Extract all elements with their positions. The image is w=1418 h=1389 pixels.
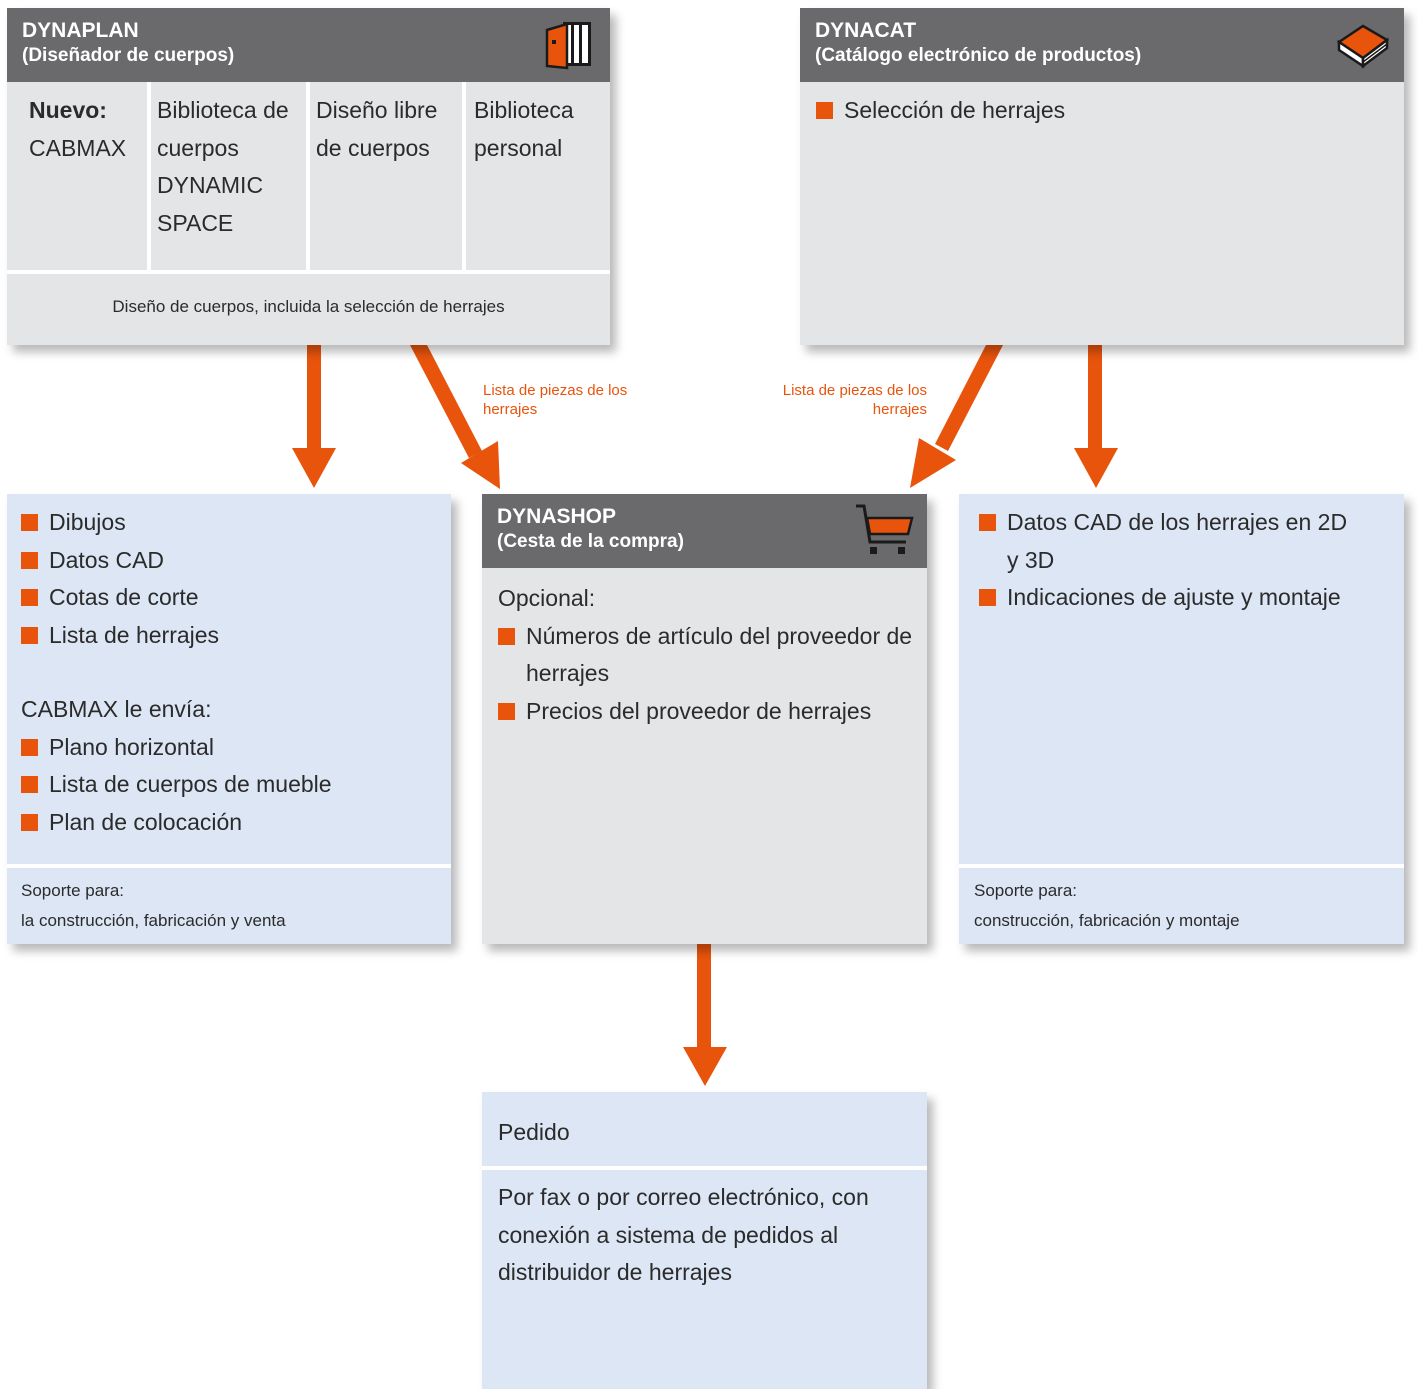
dynaplan-col-3: Diseño libre de cuerpos [316,97,438,161]
dynaplan-box: DYNAPLAN (Diseñador de cuerpos) Nuevo: C… [7,8,610,345]
shopping-cart-icon [856,504,914,554]
list-item: Plan de colocación [21,804,439,842]
list-item: Datos CAD [21,542,439,580]
dynacat-box: DYNACAT (Catálogo electrónico de product… [800,8,1404,345]
bullet-square-icon [21,738,38,756]
pedido-box: Pedido Por fax o por correo electrónico,… [482,1092,927,1389]
dynacat-item: Selección de herrajes [816,92,1390,130]
list-item-text: Indicaciones de ajuste y montaje [1007,584,1341,610]
bullet-square-icon [816,102,833,119]
bullet-square-icon [21,551,38,569]
bullet-square-icon [979,514,996,531]
arrow-label-left: Lista de piezas de los herrajes [483,382,628,418]
list-item-text: Lista de herrajes [49,621,220,648]
arrow-dynaplan-to-dynashop-shaft [410,345,482,458]
dynaplan-footer-divider [7,270,610,274]
pedido-text: Por fax o por correo electrónico, con co… [498,1184,869,1285]
left-box-footer-divider [7,864,451,868]
dynaplan-col-1-bold: Nuevo: [29,97,107,123]
bullet-square-icon [498,702,515,720]
dynashop-title: DYNASHOP [497,505,617,528]
catalog-book-icon [1336,24,1390,69]
dynacat-header: DYNACAT (Catálogo electrónico de product… [800,8,1404,82]
arrow-dynashop-to-pedido-head [683,1047,727,1086]
bullet-square-icon [21,514,38,531]
left-box-footer: Soporte para: la construcción, fabricaci… [21,876,286,936]
dynaplan-col-2: Biblioteca de cuerpos DYNAMIC SPACE [157,97,289,236]
right-box-footer-line1: Soporte para: [974,881,1078,900]
pedido-divider [482,1166,927,1170]
list-item: Lista de herrajes [21,617,439,655]
output-box-left: Dibujos Datos CAD Cotas de corte Lista d… [7,494,451,944]
arrow-dynaplan-to-dynashop-head [461,441,500,489]
dynacat-subtitle: (Catálogo electrónico de productos) [815,45,1142,66]
dynaplan-header: DYNAPLAN (Diseñador de cuerpos) [7,8,610,82]
left-box-footer-line2: la construcción, fabricación y venta [21,911,286,930]
arrow-dynacat-to-right-head [1074,448,1118,488]
dynaplan-subtitle: (Diseñador de cuerpos) [22,45,235,66]
dynaplan-col-1: Nuevo: CABMAX [29,92,147,167]
list-item: Precios del proveedor de herrajes [498,693,913,731]
list-item: Números de artículo del proveedor de her… [498,618,913,693]
arrow-dynaplan-to-left-shaft [307,345,321,449]
list-item: Cotas de corte [21,579,439,617]
bullet-square-icon [979,589,996,606]
bullet-square-icon [21,776,38,793]
dynacat-item-text: Selección de herrajes [844,97,1066,123]
list-item-text: Dibujos [49,509,126,535]
bullet-square-icon [498,627,515,645]
list-item-text: Cotas de corte [49,584,199,610]
output-box-right: Datos CAD de los herrajes en 2D y 3D Ind… [959,494,1404,944]
list-item-text: Plano horizontal [49,733,214,760]
bullet-square-icon [21,813,38,831]
list-item-text: Números de artículo del proveedor de her… [526,622,913,687]
list-item: Lista de cuerpos de mueble [21,766,439,804]
list-item: Datos CAD de los herrajes en 2D y 3D [979,504,1364,579]
list-item-text: Datos CAD [49,546,165,573]
dynashop-intro: Opcional: [498,585,596,611]
dynaplan-divider-1 [147,82,151,270]
dynashop-box: DYNASHOP (Cesta de la compra) Opcional: … [482,494,927,944]
book-icon [545,22,591,70]
dynaplan-divider-2 [306,82,310,270]
list-item-text: Precios del proveedor de herrajes [526,697,872,724]
dynacat-title: DYNACAT [815,19,917,42]
dynaplan-col-4: Biblioteca personal [474,97,574,161]
arrow-dynacat-to-dynashop-shaft [935,345,1003,451]
left-box-footer-line1: Soporte para: [21,881,125,900]
list-item: Indicaciones de ajuste y montaje [979,579,1364,617]
dynashop-subtitle: (Cesta de la compra) [497,531,684,552]
arrow-dynashop-to-pedido-shaft [697,944,711,1048]
dynaplan-title: DYNAPLAN [22,19,139,42]
arrow-label-right: Lista de piezas de los herrajes [782,382,927,418]
list-item-text: Plan de colocación [49,808,243,835]
list-item-text: Lista de cuerpos de mueble [49,771,332,797]
arrow-dynacat-to-right-shaft [1088,345,1102,449]
bullet-square-icon [21,626,38,644]
right-box-footer: Soporte para: construcción, fabricación … [974,876,1240,936]
dynaplan-footer: Diseño de cuerpos, incluida la selección… [112,297,505,316]
bullet-square-icon [21,589,38,606]
arrow-dynacat-to-dynashop-head [910,438,956,488]
list-item-text: Datos CAD de los herrajes en 2D y 3D [1007,509,1348,573]
pedido-title: Pedido [498,1119,570,1145]
right-box-footer-divider [959,864,1404,868]
right-box-footer-line2: construcción, fabricación y montaje [974,911,1240,930]
dynashop-header: DYNASHOP (Cesta de la compra) [482,494,927,568]
list-item: Plano horizontal [21,729,439,767]
dynaplan-col-1-text: CABMAX [29,134,127,161]
cabmax-subheading: CABMAX le envía: [21,696,212,722]
dynaplan-divider-3 [462,82,466,270]
list-item: Dibujos [21,504,439,542]
arrow-dynaplan-to-left-head [292,448,336,488]
